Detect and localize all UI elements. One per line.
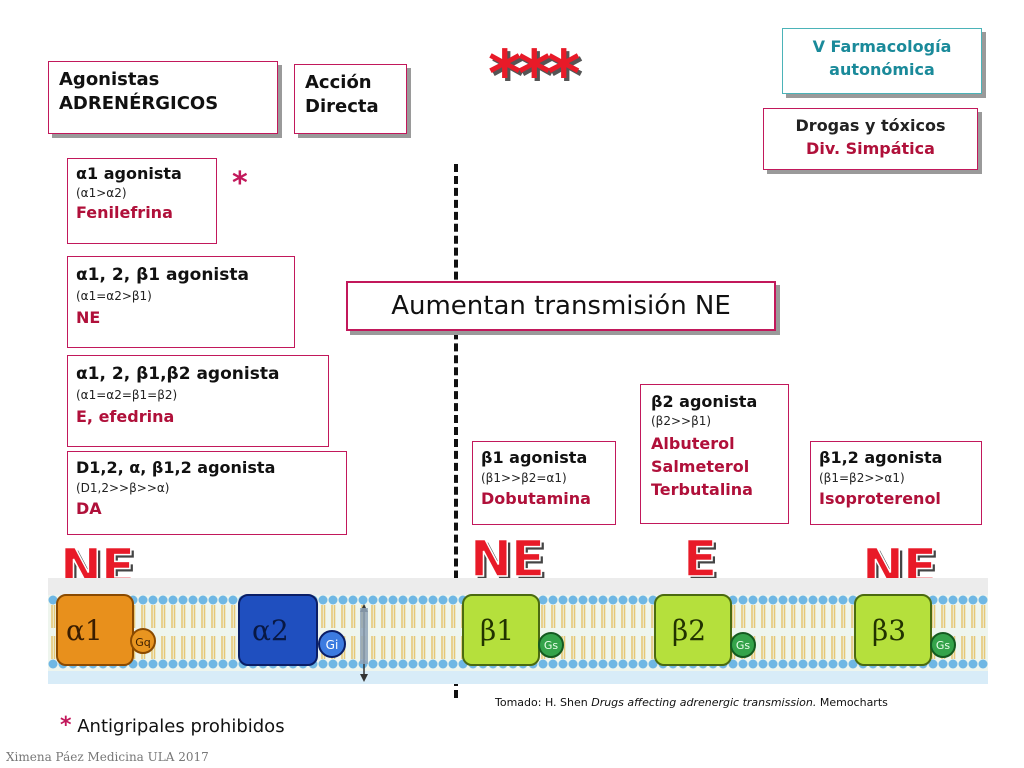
receptor-alpha2: α2 Gi (238, 590, 350, 674)
accion-line1: Acción (305, 72, 372, 93)
drogas-box: Drogas y tóxicos Div. Simpática (763, 108, 978, 170)
triple-star: *** (488, 38, 580, 112)
alpha12-beta1-agonist-box: α1, 2, β1 agonista (α1=α2>β1) NE (67, 256, 295, 348)
beta2-drug-terbutalina: Terbutalina (651, 480, 753, 499)
footnote: * Antigripales prohibidos (60, 713, 285, 738)
receptor-beta3-label: β3 (872, 614, 907, 647)
accion-line2: Directa (305, 96, 379, 117)
alpha12-beta12-drug: E, efedrina (76, 407, 175, 426)
beta12-agonist-box: β1,2 agonista (β1=β2>>α1) Isoproterenol (810, 441, 982, 525)
dopamine-sub: (D1,2>>β>>α) (76, 481, 170, 495)
receptor-beta1: β1 Gs (462, 590, 566, 674)
beta2-drug-salmeterol: Salmeterol (651, 457, 750, 476)
agonistas-line2: ADRENÉRGICOS (59, 93, 219, 114)
dopamine-agonist-box: D1,2, α, β1,2 agonista (D1,2>>β>>α) DA (67, 451, 347, 535)
beta1-drug: Dobutamina (481, 489, 591, 508)
farmacologia-line2: autonómica (829, 60, 935, 79)
aumentan-transmision-label: Aumentan transmisión NE (391, 291, 731, 321)
receptor-beta1-label: β1 (480, 614, 515, 647)
receptor-alpha2-label: α2 (252, 614, 289, 647)
drogas-line1: Drogas y tóxicos (795, 116, 946, 135)
alpha12-beta1-drug: NE (76, 308, 101, 327)
source-suffix: Memocharts (816, 696, 888, 709)
beta12-title: β1,2 agonista (819, 448, 943, 467)
dopamine-title: D1,2, α, β1,2 agonista (76, 458, 276, 477)
gs-protein-beta1: Gs (538, 632, 564, 658)
footnote-text: Antigripales prohibidos (71, 716, 285, 737)
alpha1-agonist-box: α1 agonista (α1>α2) Fenilefrina (67, 158, 217, 244)
agonistas-line1: Agonistas (59, 69, 160, 90)
drogas-line2: Div. Simpática (806, 139, 935, 158)
alpha12-beta1-sub: (α1=α2>β1) (76, 289, 152, 303)
beta2-agonist-box: β2 agonista (β2>>β1) Albuterol Salmetero… (640, 384, 789, 524)
receptor-alpha1: α1 Gq (56, 590, 156, 674)
beta1-sub: (β1>>β2=α1) (481, 471, 567, 485)
alpha1-drug: Fenilefrina (76, 203, 173, 222)
author-credit: Ximena Páez Medicina ULA 2017 (6, 750, 209, 764)
aumentan-transmision-box: Aumentan transmisión NE (346, 281, 776, 331)
asterisk: * (232, 166, 248, 201)
farmacologia-box: V Farmacología autonómica (782, 28, 982, 94)
gs-protein-beta3: Gs (930, 632, 956, 658)
source-citation: Tomado: H. Shen Drugs affecting adrenerg… (495, 696, 888, 709)
dopamine-drug: DA (76, 499, 102, 518)
source-book: Drugs affecting adrenergic transmission. (591, 696, 817, 709)
gq-protein: Gq (130, 628, 156, 654)
alpha12-beta12-sub: (α1=α2=β1=β2) (76, 388, 178, 402)
beta12-sub: (β1=β2>>α1) (819, 471, 905, 485)
alpha1-title: α1 agonista (76, 164, 182, 183)
alpha12-beta12-agonist-box: α1, 2, β1,β2 agonista (α1=α2=β1=β2) E, e… (67, 355, 329, 447)
receptor-beta2: β2 Gs (654, 590, 758, 674)
farmacologia-line1: V Farmacología (812, 37, 952, 56)
accion-directa-box: Acción Directa (294, 64, 407, 134)
beta2-drug-albuterol: Albuterol (651, 434, 735, 453)
source-prefix: Tomado: H. Shen (495, 696, 592, 709)
agonistas-box: Agonistas ADRENÉRGICOS (48, 61, 278, 134)
receptor-beta2-label: β2 (672, 614, 707, 647)
receptor-alpha1-label: α1 (66, 614, 103, 647)
beta2-title: β2 agonista (651, 392, 758, 411)
receptor-beta3: β3 Gs (854, 590, 958, 674)
alpha12-beta12-title: α1, 2, β1,β2 agonista (76, 364, 280, 384)
beta2-sub: (β2>>β1) (651, 414, 712, 428)
beta12-drug: Isoproterenol (819, 489, 941, 508)
gi-protein: Gi (318, 630, 346, 658)
beta1-title: β1 agonista (481, 448, 588, 467)
beta1-agonist-box: β1 agonista (β1>>β2=α1) Dobutamina (472, 441, 616, 525)
cell-membrane (48, 578, 988, 684)
alpha1-sub: (α1>α2) (76, 186, 127, 200)
alpha12-beta1-title: α1, 2, β1 agonista (76, 265, 249, 285)
footnote-star: * (60, 713, 72, 738)
dashed-divider (454, 164, 458, 698)
gs-protein-beta2: Gs (730, 632, 756, 658)
